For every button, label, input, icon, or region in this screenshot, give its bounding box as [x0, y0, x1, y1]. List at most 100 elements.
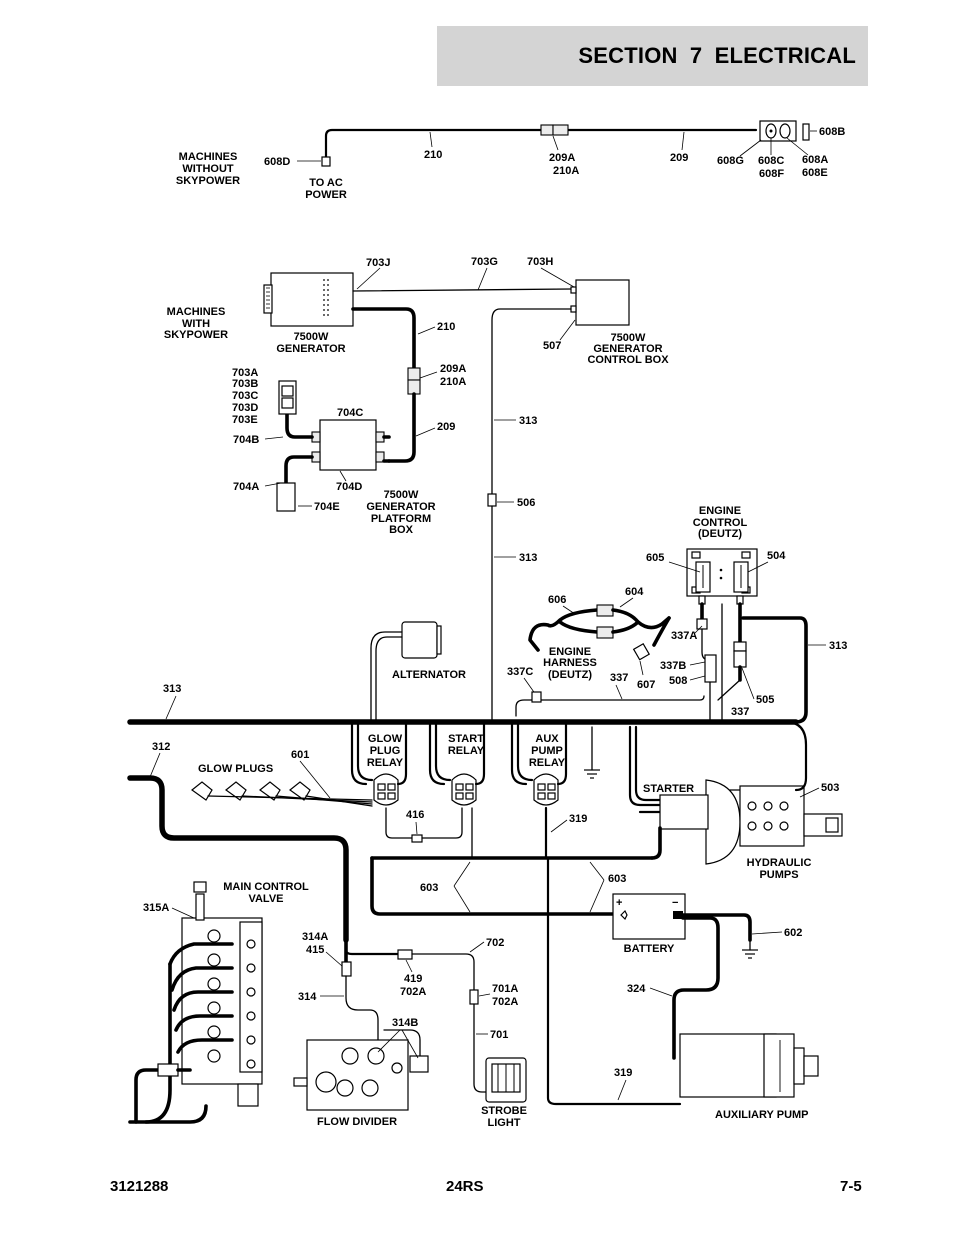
label-battery: BATTERY	[624, 943, 675, 955]
label-engine-harness-1: HARNESS	[543, 657, 597, 669]
label-w608g: 608G	[717, 155, 744, 167]
label-w703a-e-0: 703A	[232, 367, 258, 379]
label-hydraulic-pumps-0: HYDRAULIC	[747, 857, 812, 869]
battery: + − BATTERY 602 324	[612, 893, 802, 1060]
label-engine-harness-2: (DEUTZ)	[548, 669, 592, 681]
aux-pump-relay: AUX PUMP RELAY 319	[510, 720, 587, 860]
label-w209-mid: 209	[437, 421, 455, 433]
label-w703j: 703J	[366, 257, 390, 269]
glow-plugs: GLOW PLUGS 601	[191, 749, 373, 807]
label-w702: 702	[486, 937, 504, 949]
label-w506: 506	[517, 497, 535, 509]
label-w603-a: 603	[420, 882, 438, 894]
label-w504: 504	[767, 550, 786, 562]
label-gen-platform-box-3: BOX	[389, 524, 414, 536]
labels-engine: ENGINE CONTROL (DEUTZ) 605 504 606 604 3…	[507, 505, 847, 718]
label-gen-platform-box-1: GENERATOR	[366, 501, 435, 513]
label-w608c: 608C	[758, 155, 784, 167]
labels-skypower: MACHINES WITH SKYPOWER 703J 703G 703H 75…	[164, 256, 669, 564]
label-machines-without-skypower-1: WITHOUT	[182, 163, 234, 175]
label-w608f: 608F	[759, 168, 784, 180]
label-w313-d: 313	[163, 683, 181, 695]
label-engine-control-1: CONTROL	[693, 517, 748, 529]
label-w210-top: 210	[424, 149, 442, 161]
label-glow-plugs: GLOW PLUGS	[198, 763, 273, 775]
label-start-relay-1: RELAY	[448, 745, 485, 757]
label-w313-a: 313	[519, 415, 537, 427]
label-w314: 314	[298, 991, 317, 1003]
section-title: SECTION 7 ELECTRICAL	[578, 43, 856, 68]
label-w608b: 608B	[819, 126, 845, 138]
label-aux-pump-relay-2: RELAY	[529, 757, 566, 769]
label-w608e: 608E	[802, 167, 828, 179]
label-machines-without-skypower-0: MACHINES	[179, 151, 238, 163]
main-control-valve: MAIN CONTROL VALVE 315A	[128, 881, 309, 1124]
label-glow-plug-relay-1: PLUG	[370, 745, 401, 757]
label-w704a: 704A	[233, 481, 259, 493]
label-w209-top: 209	[670, 152, 688, 164]
label-w313-b: 313	[519, 552, 537, 564]
label-w608d: 608D	[264, 156, 290, 168]
main-harness-313: 313	[127, 683, 799, 725]
label-gen-control-box-2: CONTROL BOX	[587, 354, 669, 366]
generator-7500w	[263, 272, 354, 327]
engine-control-deutz	[686, 548, 758, 605]
label-w608a: 608A	[802, 154, 828, 166]
label-w602: 602	[784, 927, 802, 939]
label-to-ac-power-0: TO AC	[309, 177, 343, 189]
label-hydraulic-pumps-1: PUMPS	[759, 869, 798, 881]
label-w210a-mid: 210A	[440, 376, 466, 388]
label-w703a-e-4: 703E	[232, 414, 258, 426]
section-header: SECTION 7 ELECTRICAL	[437, 26, 868, 86]
label-w319-a: 319	[569, 813, 587, 825]
label-generator-0: 7500W	[294, 331, 329, 343]
label-flow-divider: FLOW DIVIDER	[317, 1116, 397, 1128]
label-w605: 605	[646, 552, 664, 564]
label-w337c: 337C	[507, 666, 533, 678]
label-w319-b: 319	[614, 1067, 632, 1079]
label-w604: 604	[625, 586, 644, 598]
label-gen-platform-box-2: PLATFORM	[371, 513, 431, 525]
label-w607: 607	[637, 679, 655, 691]
label-w704e: 704E	[314, 501, 340, 513]
label-strobe-light-0: STROBE	[481, 1105, 527, 1117]
label-w701: 701	[490, 1029, 508, 1041]
auxiliary-pump: AUXILIARY PUMP 319	[614, 1033, 819, 1121]
labels-top: MACHINES WITHOUT SKYPOWER 608D TO AC POW…	[176, 126, 845, 201]
label-machines-with-skypower-2: SKYPOWER	[164, 329, 228, 341]
label-w702a-b: 702A	[492, 996, 518, 1008]
glow-plug-relay: GLOW PLUG RELAY 416	[350, 720, 463, 843]
label-gen-platform-box-0: 7500W	[384, 489, 419, 501]
label-auxiliary-pump: AUXILIARY PUMP	[715, 1109, 809, 1121]
label-main-control-valve-1: VALVE	[248, 893, 283, 905]
engine-harness-wires	[528, 602, 808, 724]
label-w508: 508	[669, 675, 687, 687]
label-w312: 312	[152, 741, 170, 753]
ground-symbol	[584, 726, 600, 779]
label-w703g: 703G	[471, 256, 498, 268]
label-generator-1: GENERATOR	[276, 343, 345, 355]
label-w210-mid: 210	[437, 321, 455, 333]
label-w704d: 704D	[336, 481, 362, 493]
label-w703a-e-1: 703B	[232, 378, 258, 390]
label-machines-without-skypower-2: SKYPOWER	[176, 175, 240, 187]
wire-603: 603 603	[370, 826, 682, 1106]
label-w210a-top: 210A	[553, 165, 579, 177]
label-main-control-valve-0: MAIN CONTROL	[223, 881, 309, 893]
label-gen-control-box-1: GENERATOR	[593, 343, 662, 355]
label-w606: 606	[548, 594, 566, 606]
strobe-light	[485, 1057, 527, 1103]
alternator: ALTERNATOR	[370, 621, 466, 723]
label-aux-pump-relay-1: PUMP	[531, 745, 563, 757]
starter-hydraulic-pumps: STARTER 503 HYDRAULIC PUMPS	[628, 720, 843, 881]
label-w337b: 337B	[660, 660, 686, 672]
label-w315a: 315A	[143, 902, 169, 914]
label-w503: 503	[821, 782, 839, 794]
label-w507: 507	[543, 340, 561, 352]
flow-divider-harness: 314A 415 702 419 702A 701A 702A 314 314B…	[293, 931, 527, 1129]
label-battery-plus: +	[616, 897, 622, 909]
label-engine-harness-0: ENGINE	[549, 646, 591, 658]
label-battery-minus: −	[672, 897, 678, 909]
label-w702a: 702A	[400, 986, 426, 998]
